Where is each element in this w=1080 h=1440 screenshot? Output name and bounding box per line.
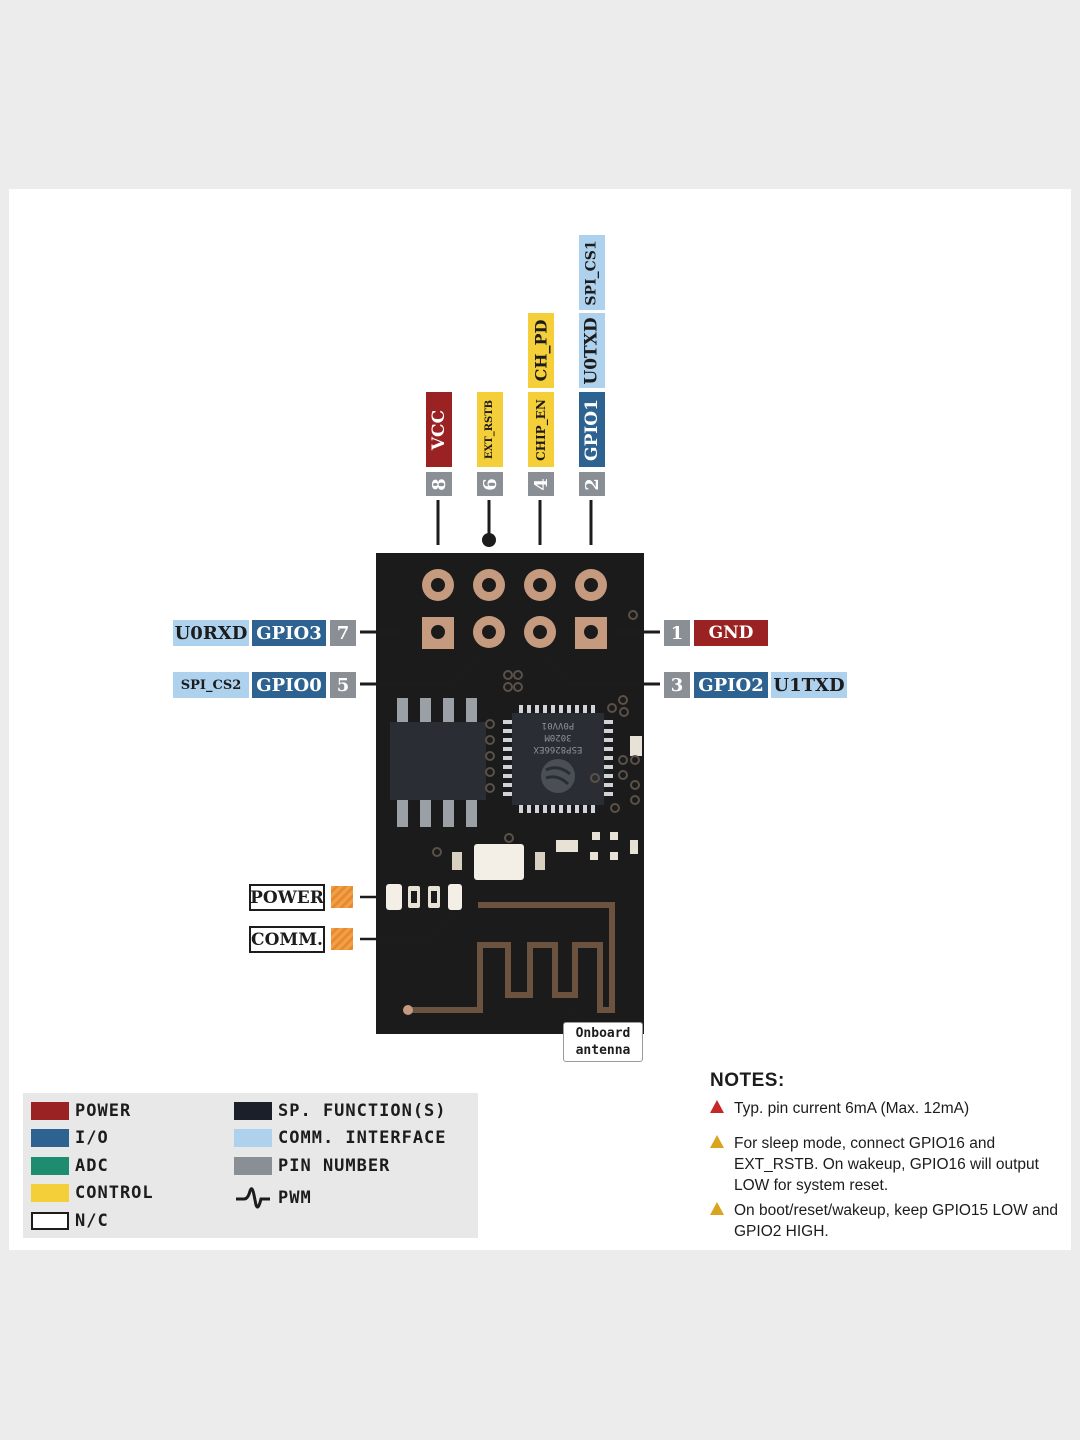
esp8266-chip: ESP8266EX 3020M P0VV01	[503, 705, 613, 813]
legend-swatch	[31, 1102, 69, 1120]
legend-swatch	[234, 1157, 272, 1175]
led-wires	[360, 895, 456, 941]
legend-item-comm-interface: COMM. INTERFACE	[234, 1128, 447, 1148]
note-item: For sleep mode, connect GPIO16 and EXT_R…	[710, 1133, 1060, 1196]
chip-marking-3: P0VV01	[542, 720, 575, 730]
led-indicator-icon	[331, 928, 353, 950]
note-item: Typ. pin current 6mA (Max. 12mA)	[710, 1098, 1060, 1119]
pin-number-4: 4	[528, 472, 554, 496]
label-u0txd: U0TXD	[579, 313, 605, 388]
nc-dot	[482, 533, 496, 547]
chip-marking-2: 3020M	[544, 732, 572, 742]
note-item: On boot/reset/wakeup, keep GPIO15 LOW an…	[710, 1200, 1060, 1242]
chip-marking-1: ESP8266EX	[533, 744, 582, 754]
legend-item-adc: ADC	[31, 1156, 109, 1176]
antenna-label-line2: antenna	[575, 1043, 631, 1058]
legend-swatch	[31, 1212, 69, 1230]
label-gpio2: GPIO2	[694, 672, 768, 698]
header-pads	[422, 569, 607, 649]
pin-number-8: 8	[426, 472, 452, 496]
warning-yellow-icon	[710, 1135, 724, 1148]
label-power-led: POWER	[249, 884, 325, 911]
pin-number-7: 7	[330, 620, 356, 646]
label-u0rxd: U0RXD	[173, 620, 249, 646]
label-ext-rstb: EXT_RSTB	[477, 392, 503, 467]
label-spi-cs2: SPI_CS2	[173, 672, 249, 698]
legend-item-pwm: PWM	[234, 1185, 312, 1211]
smd-components	[432, 610, 642, 880]
label-ch-pd: CH_PD	[528, 313, 554, 388]
flash-chip	[390, 698, 486, 827]
pin-number-3: 3	[664, 672, 690, 698]
label-gpio1: GPIO1	[579, 392, 605, 467]
legend-swatch	[234, 1102, 272, 1120]
label-gpio3: GPIO3	[252, 620, 326, 646]
legend-item-power: POWER	[31, 1101, 131, 1121]
pin-number-5: 5	[330, 672, 356, 698]
legend-item-control: CONTROL	[31, 1183, 154, 1203]
led-row	[386, 884, 462, 910]
legend-item-nc: N/C	[31, 1211, 109, 1231]
label-u1txd: U1TXD	[771, 672, 847, 698]
notes-title: NOTES:	[710, 1070, 785, 1091]
legend-item-sp-function: SP. FUNCTION(S)	[234, 1101, 447, 1121]
label-comm-led: COMM.	[249, 926, 325, 953]
legend-item-io: I/O	[31, 1128, 109, 1148]
legend-swatch	[31, 1129, 69, 1147]
warning-red-icon	[710, 1100, 724, 1113]
top-wires	[436, 500, 593, 545]
label-gnd: GND	[694, 620, 768, 646]
espressif-logo-icon	[541, 759, 575, 793]
legend-swatch	[31, 1157, 69, 1175]
led-indicator-icon	[331, 886, 353, 908]
warning-yellow-icon	[710, 1202, 724, 1215]
legend-swatch	[31, 1184, 69, 1202]
pin-number-2: 2	[579, 472, 605, 496]
antenna-callout: Onboard antenna	[563, 1022, 643, 1062]
label-gpio0: GPIO0	[252, 672, 326, 698]
pin-number-1: 1	[664, 620, 690, 646]
label-spi-cs1: SPI_CS1	[579, 235, 605, 310]
legend-item-pin-number: PIN NUMBER	[234, 1156, 390, 1176]
pwm-wave-icon	[236, 1187, 270, 1209]
pin-number-6: 6	[477, 472, 503, 496]
legend: POWER I/O ADC CONTROL N/C SP. FUNCTION(S…	[23, 1093, 478, 1238]
antenna-label-line1: Onboard	[575, 1026, 631, 1041]
side-wires	[360, 630, 660, 686]
notes-section: NOTES: Typ. pin current 6mA (Max. 12mA) …	[710, 1070, 1060, 1252]
label-chip-en: CHIP_EN	[528, 392, 554, 467]
legend-swatch	[234, 1129, 272, 1147]
label-vcc: VCC	[426, 392, 452, 467]
antenna-trace	[408, 902, 615, 1013]
